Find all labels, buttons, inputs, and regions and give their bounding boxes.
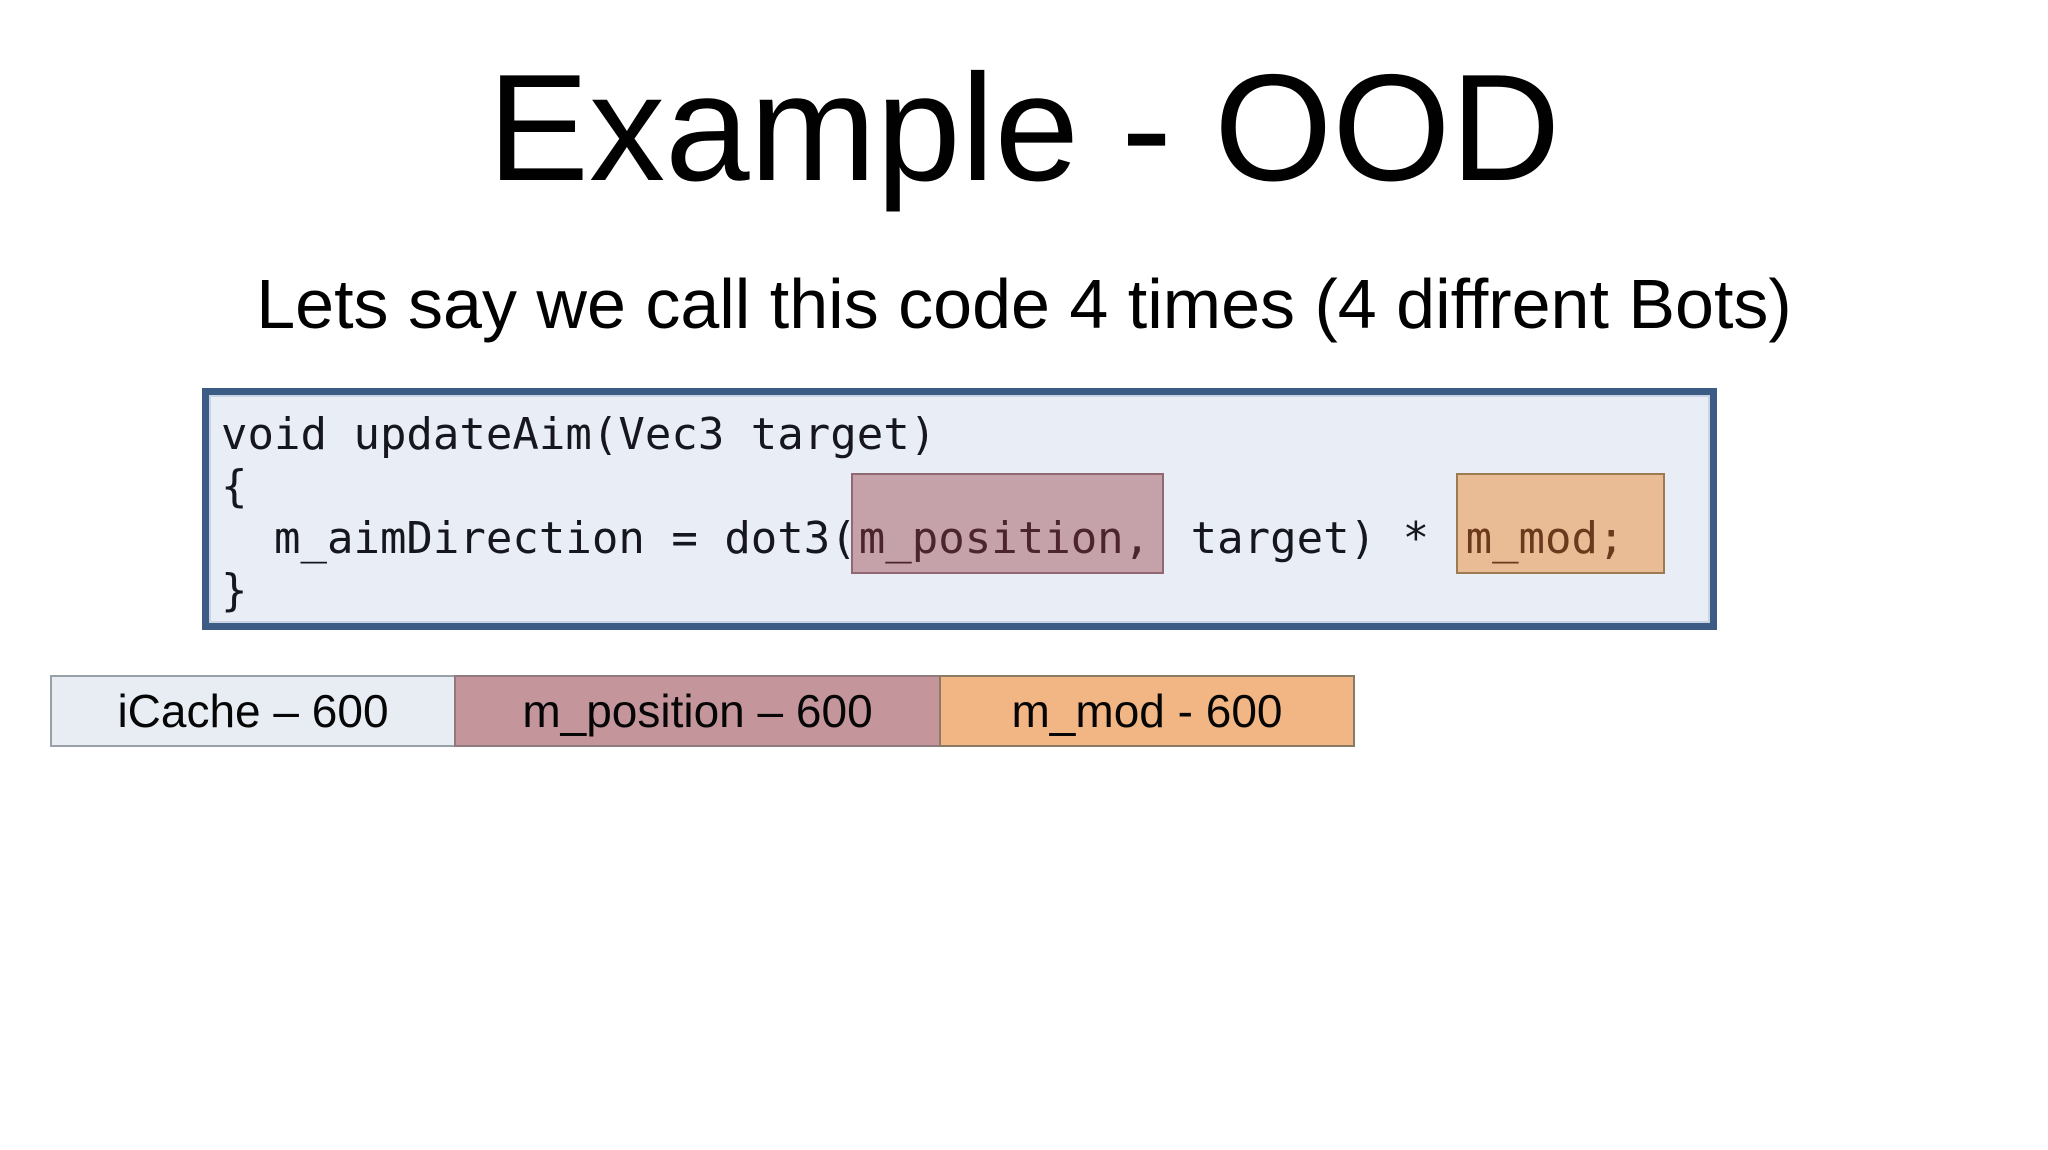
code-line-signature: void updateAim(Vec3 target): [221, 409, 937, 460]
slide-subtitle: Lets say we call this code 4 times (4 di…: [256, 265, 1792, 343]
legend-m-position-label: m_position – 600: [522, 685, 873, 737]
code-body-middle: target) *: [1164, 513, 1456, 564]
code-line-body: m_aimDirection = dot3(m_position, target…: [221, 473, 1710, 574]
memory-legend: iCache – 600 m_position – 600 m_mod - 60…: [50, 675, 1355, 747]
highlight-m-position: m_position,: [850, 473, 1165, 574]
legend-item-m-position: m_position – 600: [454, 675, 941, 747]
code-body-prefix: m_aimDirection = dot3(: [221, 513, 857, 564]
code-line-open-brace: {: [221, 461, 248, 512]
highlight-m-mod: m_mod;: [1455, 473, 1665, 574]
code-text: void updateAim(Vec3 target){ m_aimDirect…: [209, 395, 1710, 617]
legend-icache-label: iCache – 600: [117, 685, 389, 737]
code-block: void updateAim(Vec3 target){ m_aimDirect…: [202, 388, 1717, 630]
slide-title: Example - OOD: [487, 43, 1561, 213]
legend-item-icache: iCache – 600: [50, 675, 456, 747]
code-line-close-brace: }: [221, 565, 248, 616]
legend-m-mod-label: m_mod - 600: [1011, 685, 1283, 737]
legend-item-m-mod: m_mod - 600: [939, 675, 1355, 747]
